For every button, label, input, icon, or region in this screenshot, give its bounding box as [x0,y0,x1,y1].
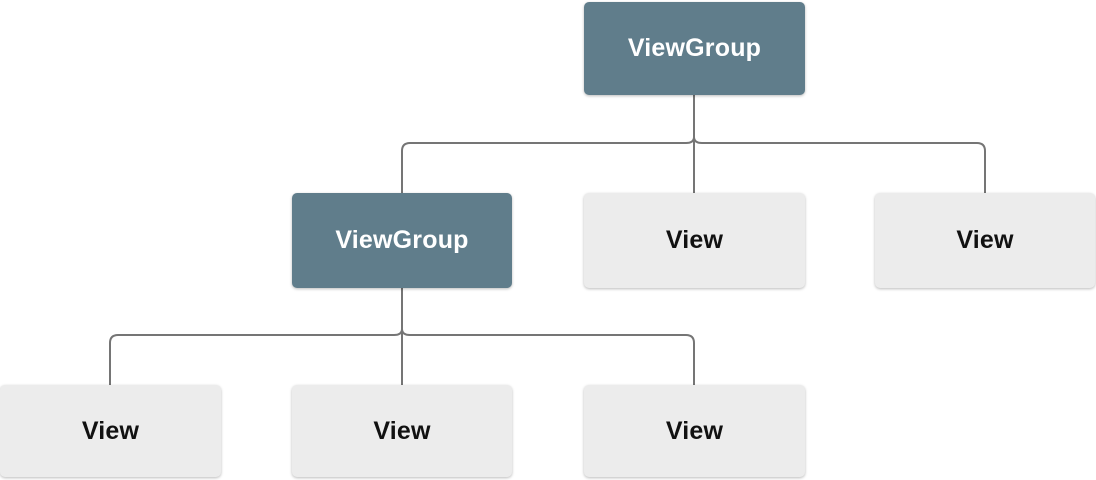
node-grandchild-view-3: View [584,385,805,477]
node-child-viewgroup-label: ViewGroup [335,226,469,254]
node-root-viewgroup-label: ViewGroup [627,34,762,62]
edge-root-to-child-viewgroup [401,136,695,193]
node-root-viewgroup: ViewGroup [584,2,805,95]
node-child-view-2: View [875,193,1095,288]
node-grandchild-view-2: View [292,385,512,477]
edge-root-to-child-view-2 [693,136,986,193]
node-child-view-1: View [584,193,805,288]
edge-childvg-to-grandchild-view-1 [109,328,403,385]
node-child-view-2-label: View [956,226,1014,254]
node-grandchild-view-3-label: View [665,416,724,445]
edge-childvg-to-grandchild-view-3 [401,328,695,385]
node-child-view-1-label: View [665,226,724,254]
node-grandchild-view-1: View [0,385,221,477]
node-grandchild-view-1-label: View [81,416,140,445]
node-child-viewgroup: ViewGroup [292,193,512,288]
node-grandchild-view-2-label: View [373,416,431,445]
